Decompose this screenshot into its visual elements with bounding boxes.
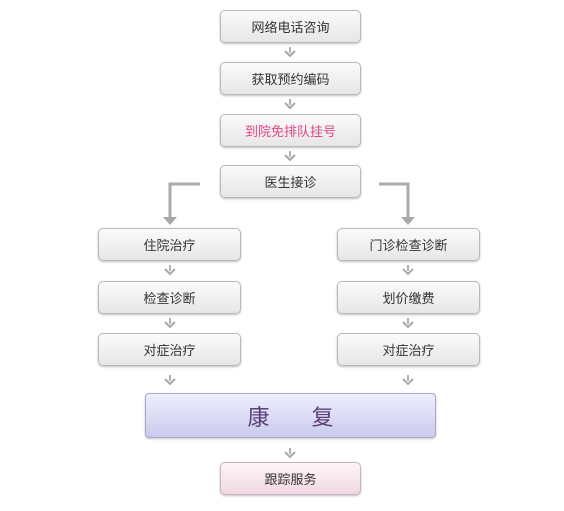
down-arrow-icon [284, 451, 296, 459]
down-arrow-icon [164, 268, 176, 276]
elbow-left [168, 182, 200, 218]
left-inpatient-treatment-label: 住院治疗 [143, 239, 196, 254]
elbow-left-arrowhead [163, 217, 177, 225]
left-examination-diagnosis-label: 检查诊断 [143, 292, 196, 307]
recovery-char-2: 复 [311, 405, 334, 431]
step-doctor-consultation-label: 医生接诊 [264, 176, 317, 191]
down-arrow-icon [164, 378, 176, 386]
down-arrows [164, 47, 414, 459]
step-get-appointment-code: 获取预约编码 [220, 62, 361, 95]
follow-up-service-label: 跟踪服务 [264, 473, 317, 488]
right-payment-label: 划价缴费 [382, 292, 435, 307]
step-no-queue-registration-label: 到院免排队挂号 [244, 125, 336, 140]
right-outpatient-diagnosis-label: 门诊检查诊断 [369, 239, 448, 254]
left-inpatient-treatment: 住院治疗 [98, 228, 241, 261]
left-examination-diagnosis: 检查诊断 [98, 281, 241, 314]
down-arrow-icon [402, 378, 414, 386]
right-symptomatic-treatment-label: 对症治疗 [382, 344, 435, 359]
elbow-right-arrowhead [401, 217, 415, 225]
recovery-box: 康 复 [145, 393, 436, 438]
recovery-char-1: 康 [247, 405, 270, 431]
step-network-consult: 网络电话咨询 [220, 10, 361, 43]
down-arrow-icon [402, 268, 414, 276]
step-get-appointment-code-label: 获取预约编码 [251, 73, 330, 88]
right-outpatient-diagnosis: 门诊检查诊断 [337, 228, 480, 261]
follow-up-service: 跟踪服务 [220, 462, 361, 495]
step-doctor-consultation: 医生接诊 [220, 165, 361, 198]
left-symptomatic-treatment: 对症治疗 [98, 333, 241, 366]
left-symptomatic-treatment-label: 对症治疗 [143, 344, 196, 359]
down-arrow-icon [164, 321, 176, 329]
right-payment: 划价缴费 [337, 281, 480, 314]
right-symptomatic-treatment: 对症治疗 [337, 333, 480, 366]
down-arrow-icon [402, 321, 414, 329]
down-arrow-icon [284, 154, 296, 162]
step-no-queue-registration: 到院免排队挂号 [220, 114, 361, 147]
step-network-consult-label: 网络电话咨询 [251, 21, 330, 36]
elbow-right [379, 182, 410, 218]
down-arrow-icon [284, 50, 296, 58]
down-arrow-icon [284, 102, 296, 110]
